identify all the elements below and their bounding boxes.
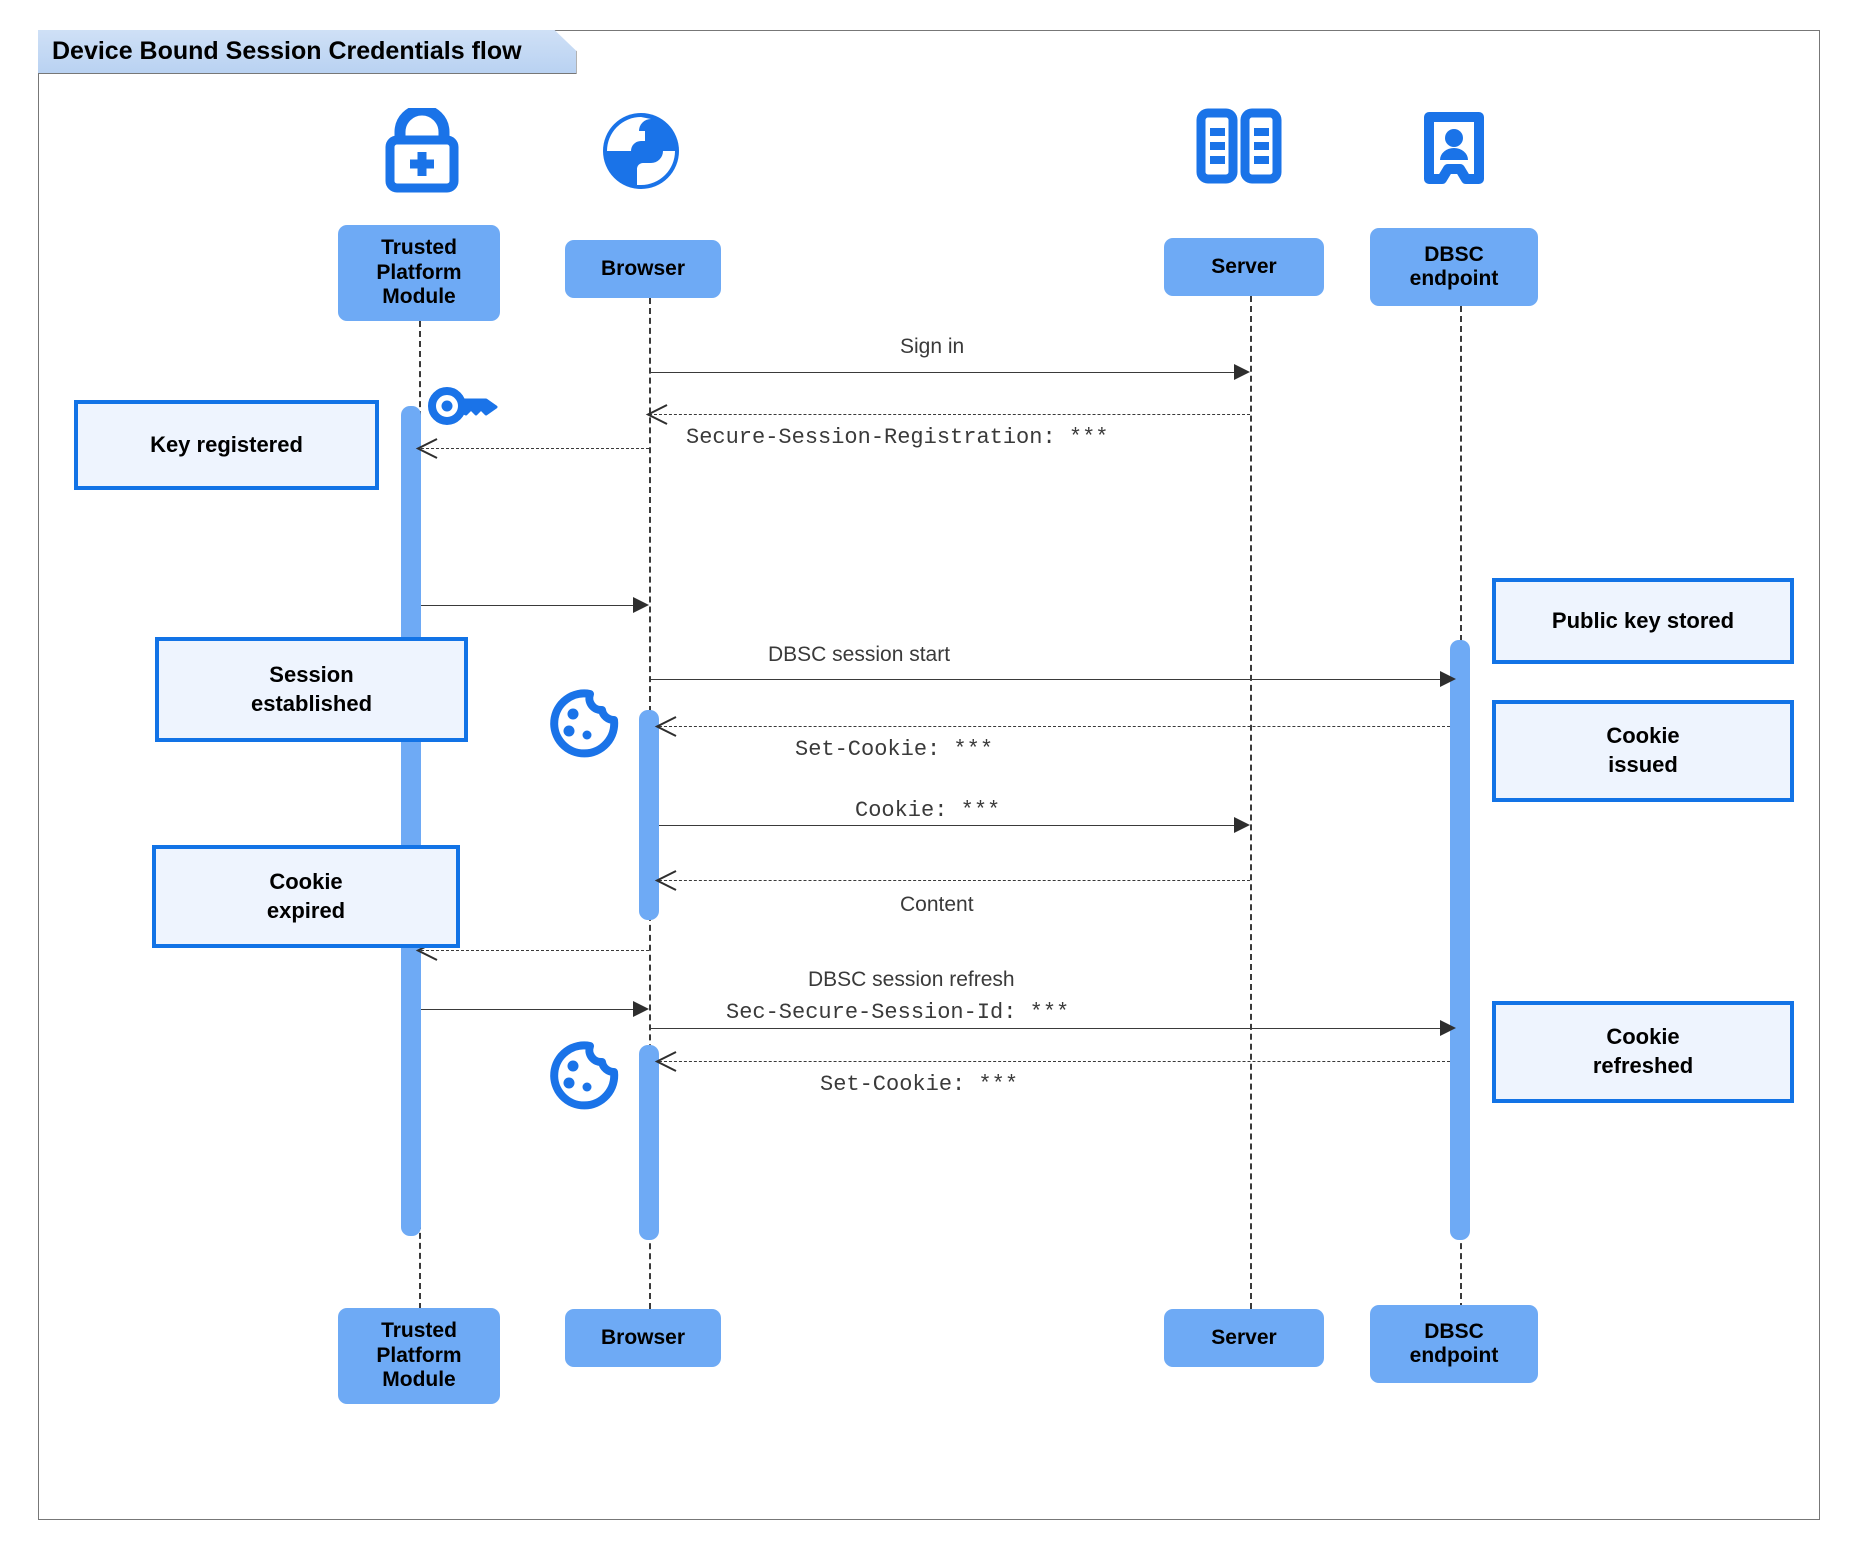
participant-head-browser[interactable]: Browser [565,240,721,298]
activation-bar-tpm [401,406,421,1236]
message-label-set-cookie-2: Set-Cookie: *** [820,1072,1019,1097]
activation-bar-dbsc [1450,640,1470,1240]
id-badge-icon [1420,108,1488,193]
message-line-sign-in [649,372,1238,373]
message-line-secure-session-registration [649,414,1250,415]
message-line-cookie [659,825,1238,826]
message-label-dbsc-session-refresh-line1: DBSC session refresh [808,968,1015,991]
message-label-sign-in: Sign in [900,335,965,358]
message-label-dbsc-session-start: DBSC session start [768,643,951,666]
message-line-set-cookie-1 [659,726,1450,727]
note-text: Public key stored [1551,607,1735,633]
participant-foot-browser[interactable]: Browser [565,1309,721,1367]
message-line-dbsc-session-start [649,679,1450,680]
message-line-refresh-sign [421,950,649,951]
note-text: Key registered [150,431,303,457]
note-public-key-stored: Public key stored [1492,578,1794,664]
arrowhead-register-key [415,438,438,459]
message-label-content: Content [900,893,974,916]
arrowhead-dbsc-session-start [1440,671,1456,687]
key-icon [428,382,500,435]
message-line-register-key [421,448,649,449]
message-line-refresh-signed [421,1009,637,1010]
message-line-key-returned [421,605,637,606]
message-line-dbsc-session-refresh [649,1028,1450,1029]
arrowhead-secure-session-registration [645,404,668,425]
lifeline-server [1250,296,1252,1309]
message-label-set-cookie-1: Set-Cookie: *** [795,737,994,762]
arrowhead-sign-in [1234,364,1250,380]
activation-bar-browser-2 [639,1045,659,1240]
arrowhead-content [654,870,677,891]
cookie-icon-1 [548,688,620,763]
participant-label-browser: Browser [600,256,686,280]
message-label-dbsc-session-refresh-line2: Sec-Secure-Session-Id: *** [726,1000,1070,1025]
activation-bar-browser-1 [639,710,659,920]
note-key-registered: Key registered [74,400,379,490]
participant-head-server[interactable]: Server [1164,238,1324,296]
participant-label-server-foot: Server [1211,1325,1277,1349]
message-label-cookie: Cookie: *** [855,798,1001,823]
arrowhead-key-returned [633,597,649,613]
message-label-secure-session-registration: Secure-Session-Registration: *** [686,425,1109,450]
participant-label-browser-foot: Browser [600,1325,686,1349]
participant-label-server: Server [1211,254,1277,278]
diagram-title: Device Bound Session Credentials flow [38,30,577,74]
globe-icon [600,110,682,197]
participant-foot-server[interactable]: Server [1164,1309,1324,1367]
arrowhead-cookie [1234,817,1250,833]
arrowhead-dbsc-session-refresh [1440,1020,1456,1036]
lock-plus-icon [370,104,474,198]
arrowhead-set-cookie-1 [654,716,677,737]
cookie-icon-2 [548,1040,620,1115]
arrowhead-refresh-signed [633,1001,649,1017]
message-line-content [659,880,1250,881]
server-rack-icon [1196,108,1282,191]
arrowhead-set-cookie-2 [654,1051,677,1072]
message-line-set-cookie-2 [659,1061,1450,1062]
frame-title-container: Device Bound Session Credentials flow [38,30,577,74]
